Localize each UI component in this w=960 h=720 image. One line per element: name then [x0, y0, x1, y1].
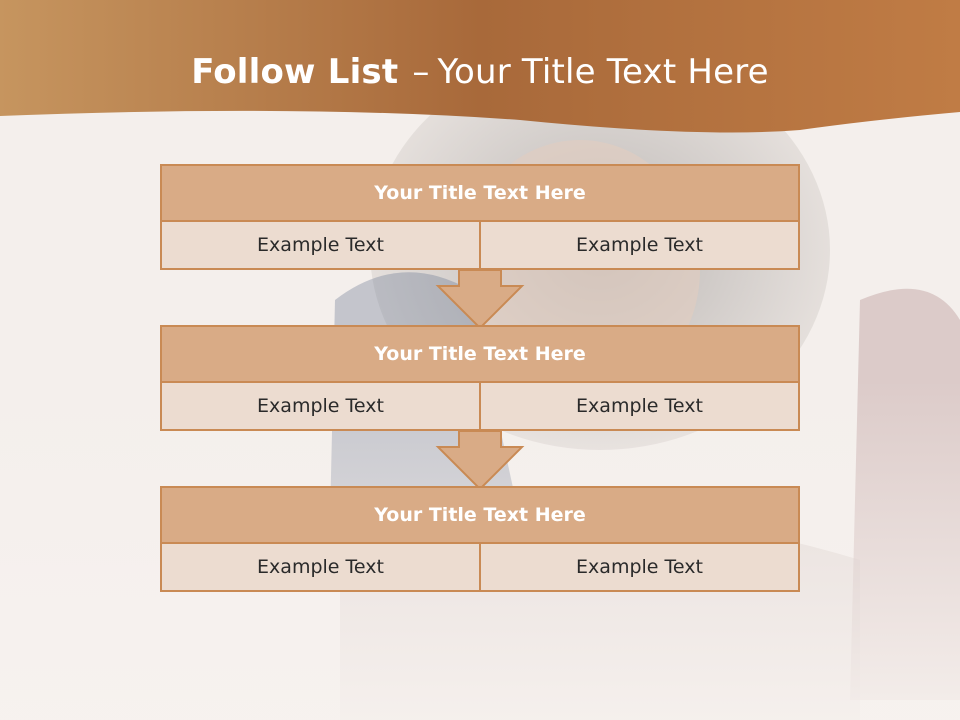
box-cell-right: Example Text [479, 544, 798, 590]
box-cell-right: Example Text [479, 222, 798, 268]
box-title: Your Title Text Here [162, 327, 798, 383]
box-cell-right: Example Text [479, 383, 798, 429]
box-title: Your Title Text Here [162, 488, 798, 544]
title-bold: Follow List [191, 52, 399, 92]
list-box-1: Your Title Text Here Example Text Exampl… [160, 164, 800, 270]
title-dash: – [412, 52, 430, 92]
box-title: Your Title Text Here [162, 166, 798, 222]
box-cell-left: Example Text [162, 544, 479, 590]
slide-title: Follow List–Your Title Text Here [0, 52, 960, 92]
list-box-2: Your Title Text Here Example Text Exampl… [160, 325, 800, 431]
list-box-3: Your Title Text Here Example Text Exampl… [160, 486, 800, 592]
title-rest: Your Title Text Here [437, 52, 769, 92]
box-cell-left: Example Text [162, 383, 479, 429]
box-cell-left: Example Text [162, 222, 479, 268]
